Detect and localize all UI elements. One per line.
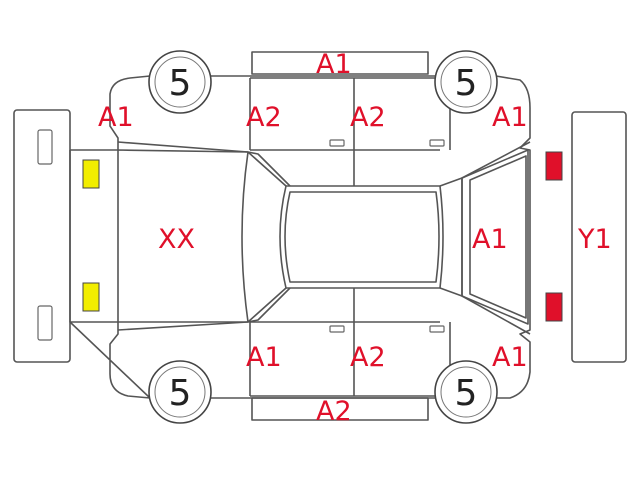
wheel-rear-right: 5 [434, 360, 498, 424]
front-bumper [13, 109, 100, 363]
label-front-left-fender: A1 [98, 102, 134, 133]
label-left-front-door: A2 [246, 102, 282, 133]
wheel-rear-right-value: 5 [455, 373, 478, 414]
rear-bumper [571, 111, 627, 363]
label-trunk: A1 [472, 224, 508, 255]
label-top-panel: A1 [316, 49, 352, 80]
front-right-headlight [82, 282, 100, 312]
wheel-front-right-value: 5 [169, 373, 192, 414]
label-right-front-door: A1 [246, 342, 282, 373]
front-left-headlight [82, 159, 100, 189]
label-hood: XX [158, 224, 195, 255]
label-left-rear-door: A2 [350, 102, 386, 133]
damage-labels: A1 A1 A2 A2 A1 XX A1 Y1 A1 A2 A1 A2 [98, 49, 612, 427]
label-rear-left-quarter: A1 [492, 102, 528, 133]
wheel-rear-left-value: 5 [455, 63, 478, 104]
rear-right-taillight [545, 292, 563, 322]
label-rear-right-quarter: A1 [492, 342, 528, 373]
wheel-front-left: 5 [148, 50, 212, 114]
car-body [69, 75, 531, 399]
left-side [249, 51, 451, 186]
label-right-rear-door: A2 [350, 342, 386, 373]
rear-left-taillight [545, 151, 563, 181]
label-bottom-panel: A2 [316, 396, 352, 427]
wheel-rear-left: 5 [434, 50, 498, 114]
wheel-front-right: 5 [148, 360, 212, 424]
label-rear-bumper: Y1 [577, 224, 612, 255]
wheel-front-left-value: 5 [169, 63, 192, 104]
